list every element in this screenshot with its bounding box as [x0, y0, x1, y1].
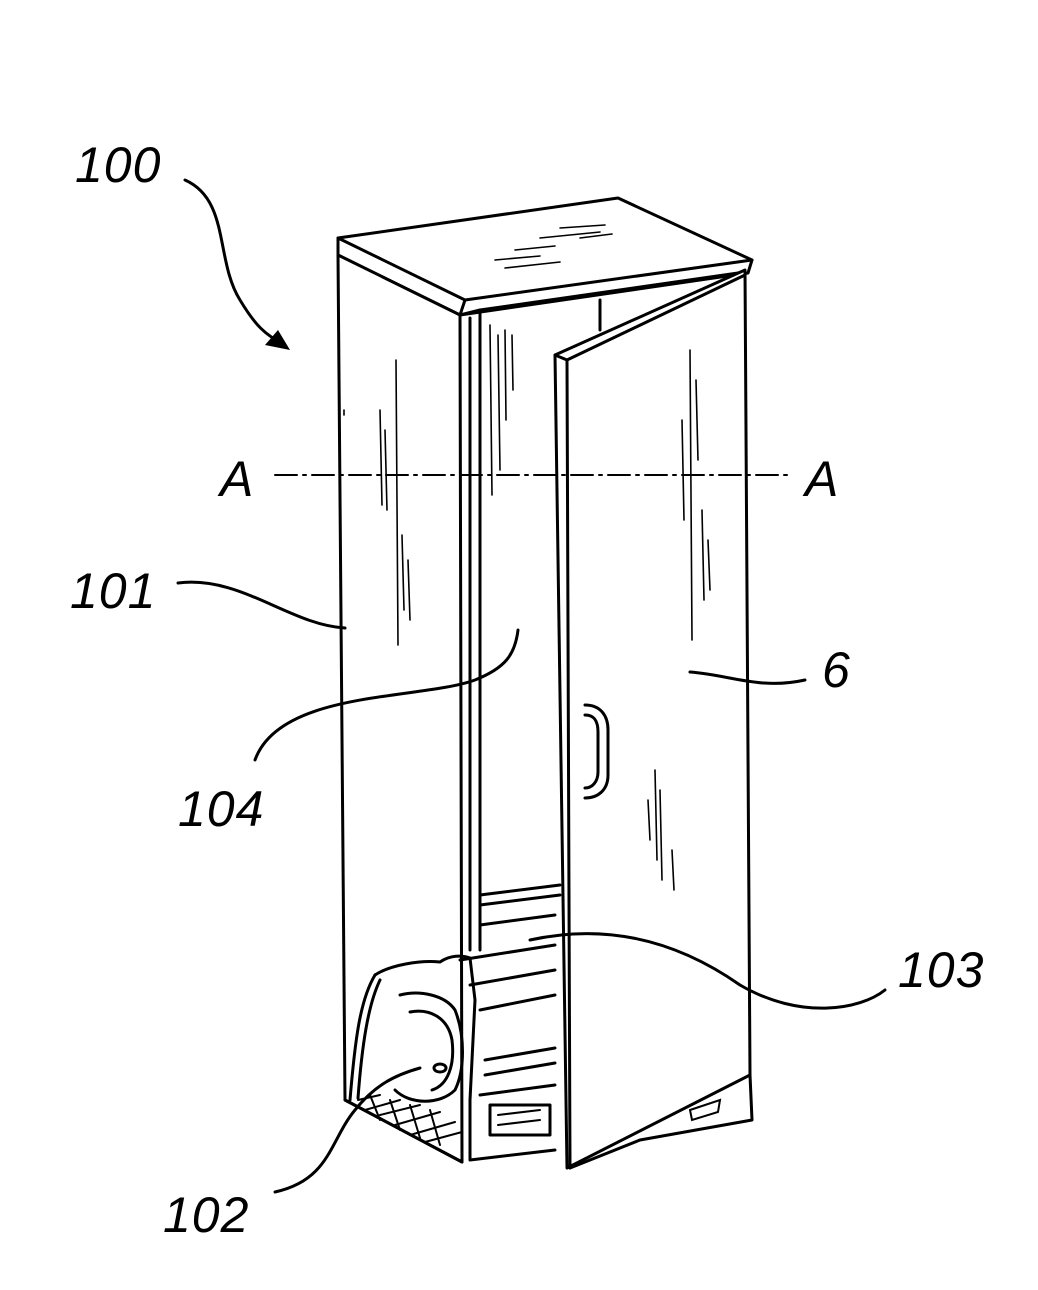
- leader-100: [185, 180, 285, 345]
- label-103: 103: [898, 945, 984, 995]
- leader-101: [178, 582, 345, 628]
- label-101: 101: [70, 566, 156, 616]
- label-6: 6: [822, 645, 851, 695]
- label-104: 104: [178, 784, 264, 834]
- cabinet-door: [555, 270, 752, 1168]
- label-section-a-right: A: [805, 454, 839, 504]
- label-102: 102: [163, 1190, 249, 1240]
- cabinet-left-side-panel: [338, 255, 462, 1162]
- label-section-a-left: A: [220, 454, 254, 504]
- label-100: 100: [75, 140, 161, 190]
- leader-100-arrowhead: [265, 330, 290, 350]
